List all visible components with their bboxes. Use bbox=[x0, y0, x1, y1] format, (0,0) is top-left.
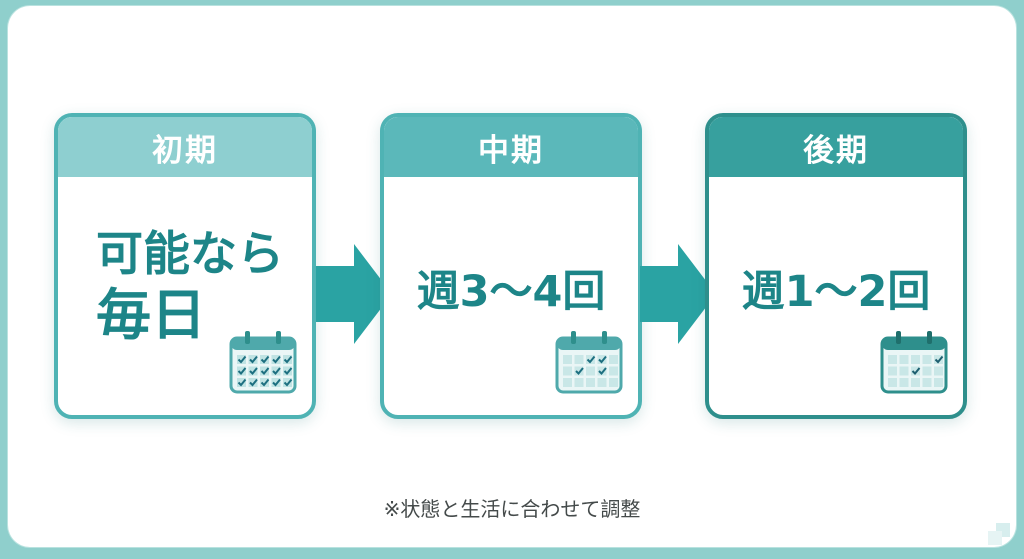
calendar-day-cell bbox=[283, 355, 292, 364]
calendar-grid bbox=[237, 355, 293, 387]
calendar-day-cell bbox=[922, 355, 932, 364]
check-mark-icon bbox=[283, 355, 293, 364]
calendar-day-cell bbox=[237, 378, 246, 387]
arrow-right-icon bbox=[316, 244, 392, 344]
check-mark-icon bbox=[283, 378, 293, 387]
calendar-day-cell bbox=[597, 378, 607, 387]
calendar-day-cell bbox=[563, 366, 572, 376]
calendar-day-cell bbox=[260, 378, 269, 387]
check-mark-icon bbox=[249, 355, 258, 364]
calendar-day-cell bbox=[911, 355, 920, 364]
stage-late-card: 後期 週1〜2回 bbox=[705, 113, 967, 419]
check-mark-icon bbox=[575, 367, 584, 375]
calendar-day-cell bbox=[899, 366, 909, 376]
check-mark-icon bbox=[237, 355, 247, 364]
calendar-day-cell bbox=[597, 355, 607, 364]
calendar-day-cell bbox=[248, 366, 258, 376]
stage-early-frequency: 可能なら 毎日 bbox=[96, 225, 312, 345]
calendar-icon bbox=[229, 331, 297, 394]
calendar-day-cell bbox=[934, 355, 943, 364]
calendar-day-cell bbox=[237, 366, 246, 376]
calendar-day-cell bbox=[888, 366, 897, 376]
check-mark-icon bbox=[598, 367, 607, 375]
calendar-day-cell bbox=[597, 366, 607, 376]
calendar-day-cell bbox=[899, 355, 909, 364]
calendar-day-cell bbox=[911, 378, 920, 387]
arrow-right-icon bbox=[640, 244, 716, 344]
calendar-day-cell bbox=[922, 378, 932, 387]
stage-late-title: 後期 bbox=[709, 117, 963, 177]
calendar-icon bbox=[555, 331, 623, 394]
calendar-grid bbox=[888, 355, 944, 387]
calendar-day-cell bbox=[888, 378, 897, 387]
check-mark-icon bbox=[260, 367, 270, 375]
calendar-day-cell bbox=[586, 366, 595, 376]
stage-early-frequency-line1: 可能なら bbox=[96, 227, 284, 282]
check-mark-icon bbox=[598, 355, 607, 364]
calendar-day-cell bbox=[609, 355, 618, 364]
check-mark-icon bbox=[237, 378, 247, 387]
check-mark-icon bbox=[934, 355, 944, 364]
check-mark-icon bbox=[237, 367, 247, 375]
check-mark-icon bbox=[249, 367, 258, 375]
stage-late-frequency: 週1〜2回 bbox=[741, 267, 931, 317]
check-mark-icon bbox=[260, 355, 270, 364]
calendar-icon bbox=[880, 331, 948, 394]
calendar-day-cell bbox=[563, 355, 572, 364]
calendar-day-cell bbox=[271, 378, 281, 387]
calendar-day-cell bbox=[237, 355, 246, 364]
calendar-day-cell bbox=[922, 366, 932, 376]
check-mark-icon bbox=[283, 367, 293, 375]
calendar-day-cell bbox=[260, 366, 269, 376]
calendar-day-cell bbox=[934, 378, 943, 387]
calendar-day-cell bbox=[283, 378, 292, 387]
calendar-grid bbox=[563, 355, 618, 387]
check-mark-icon bbox=[272, 355, 281, 364]
stage-mid-title: 中期 bbox=[384, 117, 638, 177]
calendar-day-cell bbox=[574, 355, 584, 364]
stage-early-title: 初期 bbox=[58, 117, 312, 177]
calendar-day-cell bbox=[271, 366, 281, 376]
calendar-day-cell bbox=[888, 355, 897, 364]
stage-mid-frequency: 週3〜4回 bbox=[416, 267, 606, 317]
calendar-day-cell bbox=[574, 378, 584, 387]
stage-early-frequency-line2: 毎日 bbox=[96, 283, 207, 347]
stage-mid-card: 中期 週3〜4回 bbox=[380, 113, 642, 419]
calendar-day-cell bbox=[271, 355, 281, 364]
check-mark-icon bbox=[911, 367, 921, 375]
calendar-day-cell bbox=[586, 378, 595, 387]
calendar-day-cell bbox=[563, 378, 572, 387]
check-mark-icon bbox=[272, 367, 281, 375]
calendar-day-cell bbox=[899, 378, 909, 387]
corner-decoration bbox=[988, 523, 1010, 545]
stage-early-card: 初期 可能なら 毎日 bbox=[54, 113, 316, 419]
check-mark-icon bbox=[249, 378, 258, 387]
calendar-day-cell bbox=[586, 355, 595, 364]
calendar-day-cell bbox=[260, 355, 269, 364]
check-mark-icon bbox=[272, 378, 281, 387]
calendar-day-cell bbox=[609, 366, 618, 376]
calendar-day-cell bbox=[248, 355, 258, 364]
calendar-day-cell bbox=[248, 378, 258, 387]
check-mark-icon bbox=[260, 378, 270, 387]
check-mark-icon bbox=[586, 355, 596, 364]
calendar-day-cell bbox=[934, 366, 943, 376]
calendar-day-cell bbox=[911, 366, 920, 376]
calendar-day-cell bbox=[609, 378, 618, 387]
calendar-day-cell bbox=[574, 366, 584, 376]
adjustment-note: ※状態と生活に合わせて調整 bbox=[383, 497, 641, 521]
calendar-day-cell bbox=[283, 366, 292, 376]
